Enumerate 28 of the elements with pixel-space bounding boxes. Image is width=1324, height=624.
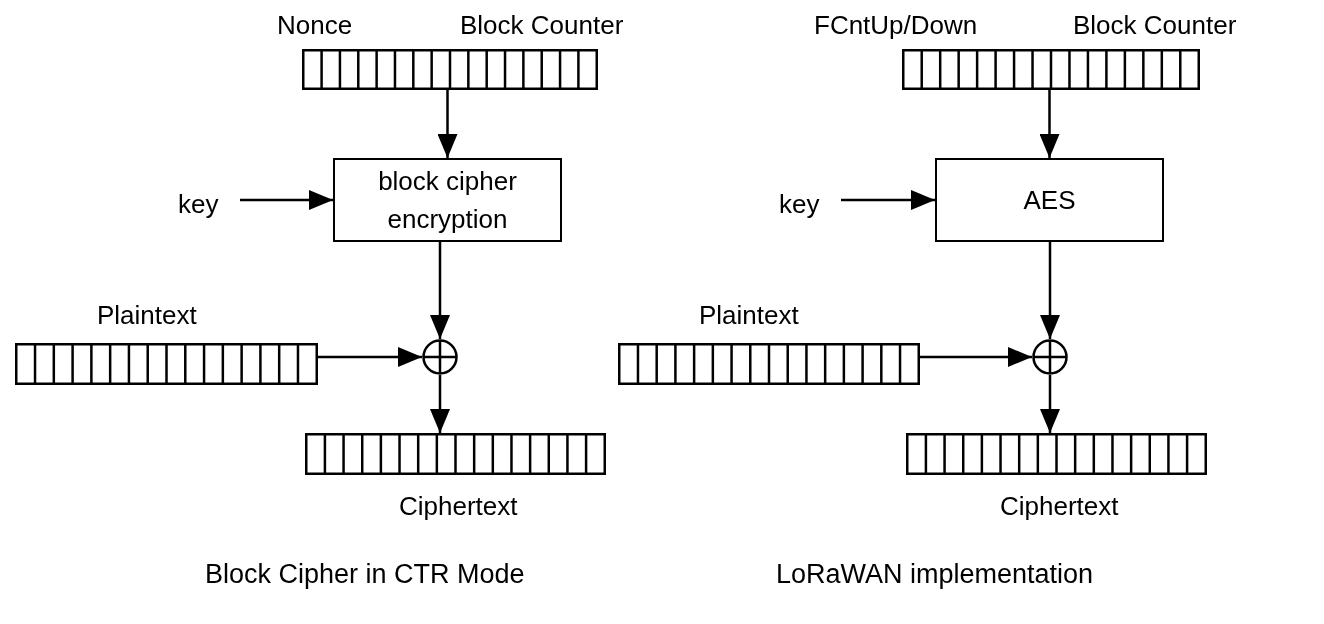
input-label: key (779, 188, 841, 220)
arrow (920, 347, 1032, 367)
process-box: AES (935, 158, 1164, 242)
register-label: FCntUp/Down (814, 10, 978, 40)
process-box: block cipher encryption (333, 158, 562, 242)
arrow (430, 242, 450, 339)
arrow (437, 90, 458, 158)
register-label: Block Counter (1073, 10, 1237, 40)
arrow (841, 190, 935, 210)
register-label: Plaintext (699, 300, 799, 330)
xor-symbol (1032, 339, 1068, 375)
register-label: Nonce (277, 10, 353, 40)
diagram-caption: LoRaWAN implementation (776, 558, 1094, 590)
xor-symbol (422, 339, 458, 375)
arrow (1040, 375, 1060, 433)
arrow (318, 347, 422, 367)
register-label: Plaintext (97, 300, 197, 330)
register-label: Ciphertext (399, 491, 518, 521)
arrow (240, 190, 333, 210)
diagram-caption: Block Cipher in CTR Mode (205, 558, 525, 590)
data-register (906, 433, 1207, 523)
data-register (305, 433, 606, 523)
arrow (430, 375, 450, 433)
register-label: Block Counter (460, 10, 624, 40)
register-label: Ciphertext (1000, 491, 1119, 521)
arrow (1040, 242, 1060, 339)
arrow (1039, 90, 1060, 158)
input-label: key (178, 188, 240, 220)
